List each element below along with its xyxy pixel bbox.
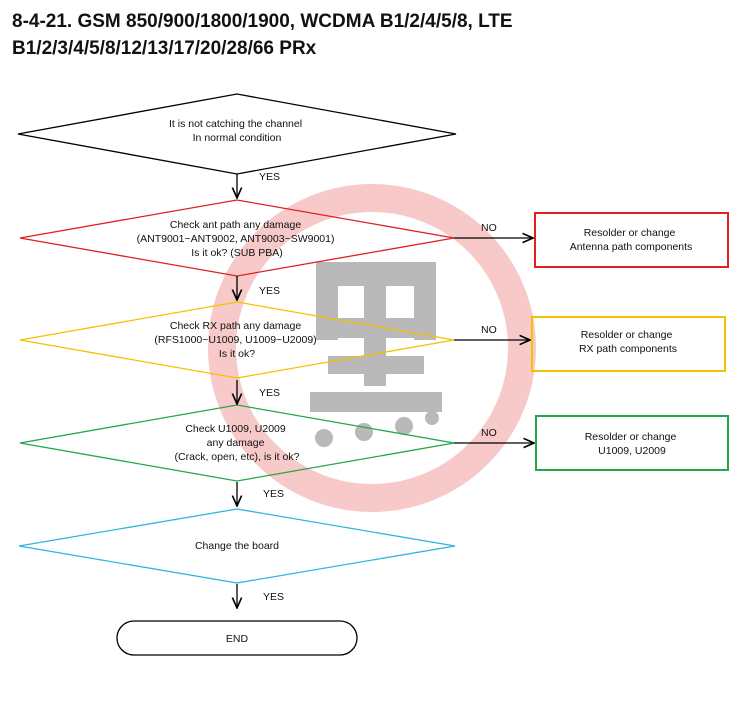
rx-check-node: Check RX path any damage (RFS1000~U1009,… [19, 301, 455, 379]
page-title: 8-4-21. GSM 850/900/1800/1900, WCDMA B1/… [12, 8, 513, 62]
start-node: It is not catching the channel In normal… [17, 93, 457, 175]
start-line-1: It is not catching the channel [169, 118, 302, 130]
ant-fix-line-1: Resolder or change [584, 227, 676, 239]
u1009-check-line-2: any damage [207, 437, 265, 449]
svg-text:Check ant path any damage: Check ant path any damage (ANT9001~ANT90… [137, 219, 338, 259]
ant-fix-node: Resolder or change Antenna path componen… [534, 212, 729, 268]
end-label: END [226, 633, 249, 645]
u1009-fix-node: Resolder or change U1009, U2009 [535, 415, 729, 471]
yes-arrow-3: YES [237, 380, 280, 404]
yes-label-3: YES [259, 387, 280, 399]
no-arrow-1: NO [454, 222, 533, 238]
end-node: END [116, 620, 358, 656]
yes-arrow-4: YES [237, 482, 284, 506]
svg-text:It is not catching the channel: It is not catching the channel In normal… [169, 118, 305, 144]
ant-check-line-1: Check ant path any damage [170, 219, 301, 231]
title-line-1: 8-4-21. GSM 850/900/1800/1900, WCDMA B1/… [12, 11, 513, 32]
yes-arrow-2: YES [237, 276, 280, 300]
rx-fix-line-2: RX path components [579, 343, 677, 355]
title-line-2: B1/2/3/4/5/8/12/13/17/20/28/66 PRx [12, 38, 317, 59]
svg-text:Change the board: Change the board [195, 540, 279, 552]
ant-check-line-2: (ANT9001~ANT9002, ANT9003~SW9001) [137, 233, 335, 245]
u1009-check-line-3: (Crack, open, etc), is it ok? [175, 451, 300, 463]
board-node: Change the board [18, 508, 456, 584]
svg-text:Check U1009, U2009 any d: Check U1009, U2009 any damage (Crack, op… [175, 423, 300, 463]
no-label-1: NO [481, 222, 497, 234]
watermark-glyph [310, 262, 442, 447]
yes-label-4: YES [263, 488, 284, 500]
yes-arrow-5: YES [237, 584, 284, 608]
yes-label-2: YES [259, 285, 280, 297]
no-label-3: NO [481, 427, 497, 439]
u1009-check-line-1: Check U1009, U2009 [185, 423, 286, 435]
rx-fix-node: Resolder or change RX path components [531, 316, 726, 372]
rx-fix-line-1: Resolder or change [581, 329, 673, 341]
yes-label-5: YES [263, 591, 284, 603]
board-line-1: Change the board [195, 540, 279, 552]
svg-text:END: END [226, 633, 249, 645]
watermark-seal [208, 184, 536, 512]
watermark-ring [208, 184, 536, 512]
start-line-2: In normal condition [193, 132, 282, 144]
svg-text:Resolder or change RX pa: Resolder or change RX path components [579, 329, 677, 355]
ant-check-line-3: Is it ok? (SUB PBA) [191, 247, 283, 259]
ant-fix-line-2: Antenna path components [570, 241, 693, 253]
rx-check-line-2: (RFS1000~U1009, U1009~U2009) [154, 334, 316, 346]
u1009-fix-line-2: U1009, U2009 [598, 445, 666, 457]
no-arrow-3: NO [454, 427, 534, 443]
yes-arrow-1: YES [237, 171, 280, 198]
rx-check-line-1: Check RX path any damage [170, 320, 301, 332]
no-label-2: NO [481, 324, 497, 336]
svg-text:Check RX path any damage: Check RX path any damage (RFS1000~U1009,… [154, 320, 319, 360]
svg-text:Resolder or change U1009: Resolder or change U1009, U2009 [585, 431, 680, 457]
yes-label-1: YES [259, 171, 280, 183]
svg-text:Resolder or change Anten: Resolder or change Antenna path componen… [570, 227, 693, 253]
rx-check-line-3: Is it ok? [219, 348, 255, 360]
u1009-fix-line-1: Resolder or change [585, 431, 677, 443]
ant-check-node: Check ant path any damage (ANT9001~ANT90… [19, 199, 455, 277]
no-arrow-2: NO [454, 324, 530, 340]
